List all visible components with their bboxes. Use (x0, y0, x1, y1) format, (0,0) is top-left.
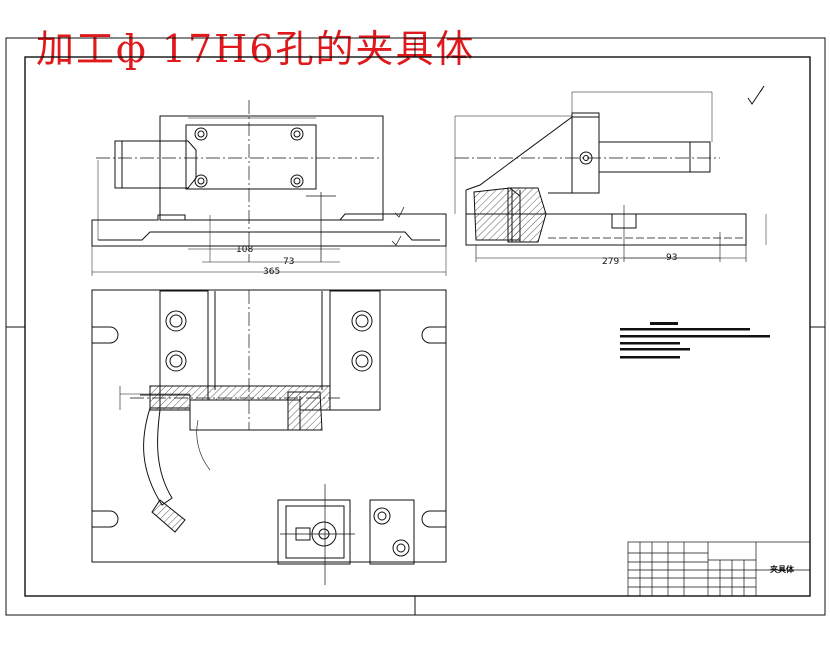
dim-279: 279 (602, 257, 619, 267)
dim-108: 108 (236, 245, 253, 255)
side-view: 279 93 (454, 91, 767, 267)
dim-93: 93 (666, 253, 677, 263)
part-name: 夹具体 (770, 564, 795, 574)
title-block: 夹具体 (627, 541, 811, 597)
dim-73: 73 (283, 257, 294, 267)
svg-text:✓: ✓ (760, 88, 763, 93)
technical-notes (620, 322, 770, 359)
dim-365: 365 (263, 267, 280, 277)
top-view (91, 289, 447, 585)
roughness-symbol (747, 85, 765, 105)
outer-border (5, 37, 826, 616)
inner-frame (24, 56, 811, 597)
front-view: 108 73 365 (91, 100, 447, 277)
drawing-title: 加工ф 17H6孔的夹具体 (36, 27, 476, 71)
